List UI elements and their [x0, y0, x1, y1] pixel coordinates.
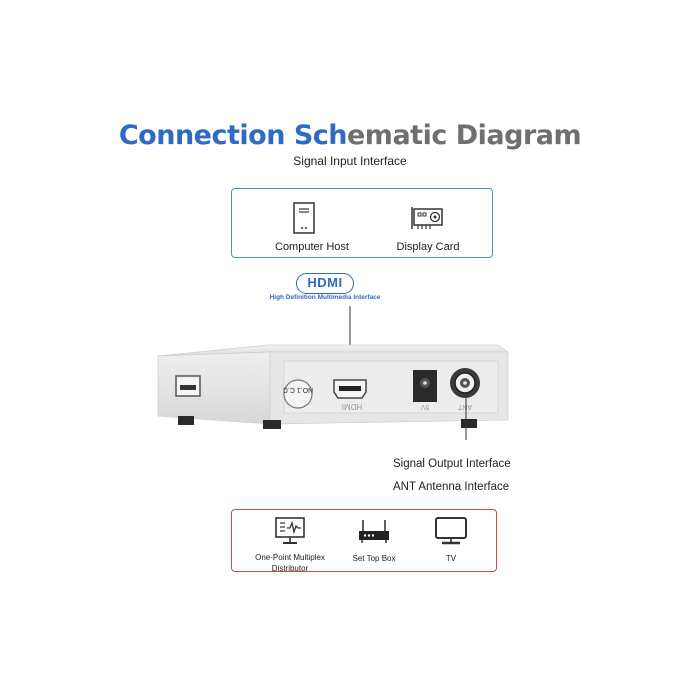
display-card-label: Display Card [396, 241, 460, 253]
svg-text:5V: 5V [420, 403, 429, 410]
svg-text:HDMI: HDMI [342, 402, 362, 411]
multiplex-distributor-label: One-Point Multiplex Distributor [255, 553, 325, 573]
computer-host-label: Computer Host [275, 241, 349, 253]
diagram-title: Connection Schematic Diagram [0, 120, 700, 151]
signal-output-label: Signal Output Interface [393, 458, 511, 470]
title-gray-part: ematic Diagram [347, 120, 582, 151]
output-devices-box [231, 509, 497, 572]
tv-label: TV [445, 554, 457, 563]
hdmi-caption: High Definition Multimedia Interface [269, 294, 381, 301]
set-top-box-label: Set Top Box [352, 554, 396, 563]
set-top-box-icon [359, 520, 389, 543]
display-card-icon [411, 207, 443, 229]
cc-button [283, 379, 313, 409]
computer-host-icon [293, 202, 315, 234]
device-illustration: NO.1 C.C HDMI 5V ANT [157, 306, 510, 440]
svg-text:NO.1 C.C: NO.1 C.C [283, 386, 313, 393]
device-foot [178, 416, 194, 425]
device-foot [461, 419, 477, 428]
title-blue-part: Connection Sch [118, 120, 348, 151]
device-foot [263, 420, 281, 429]
ant-antenna-label: ANT Antenna Interface [393, 481, 510, 493]
svg-text:ANT: ANT [457, 403, 472, 410]
tv-icon [435, 517, 467, 545]
multiplex-distributor-icon [275, 517, 305, 544]
signal-input-label: Signal Input Interface [293, 154, 407, 168]
hdmi-badge: HDMI [296, 273, 354, 294]
input-devices-box [231, 188, 493, 258]
